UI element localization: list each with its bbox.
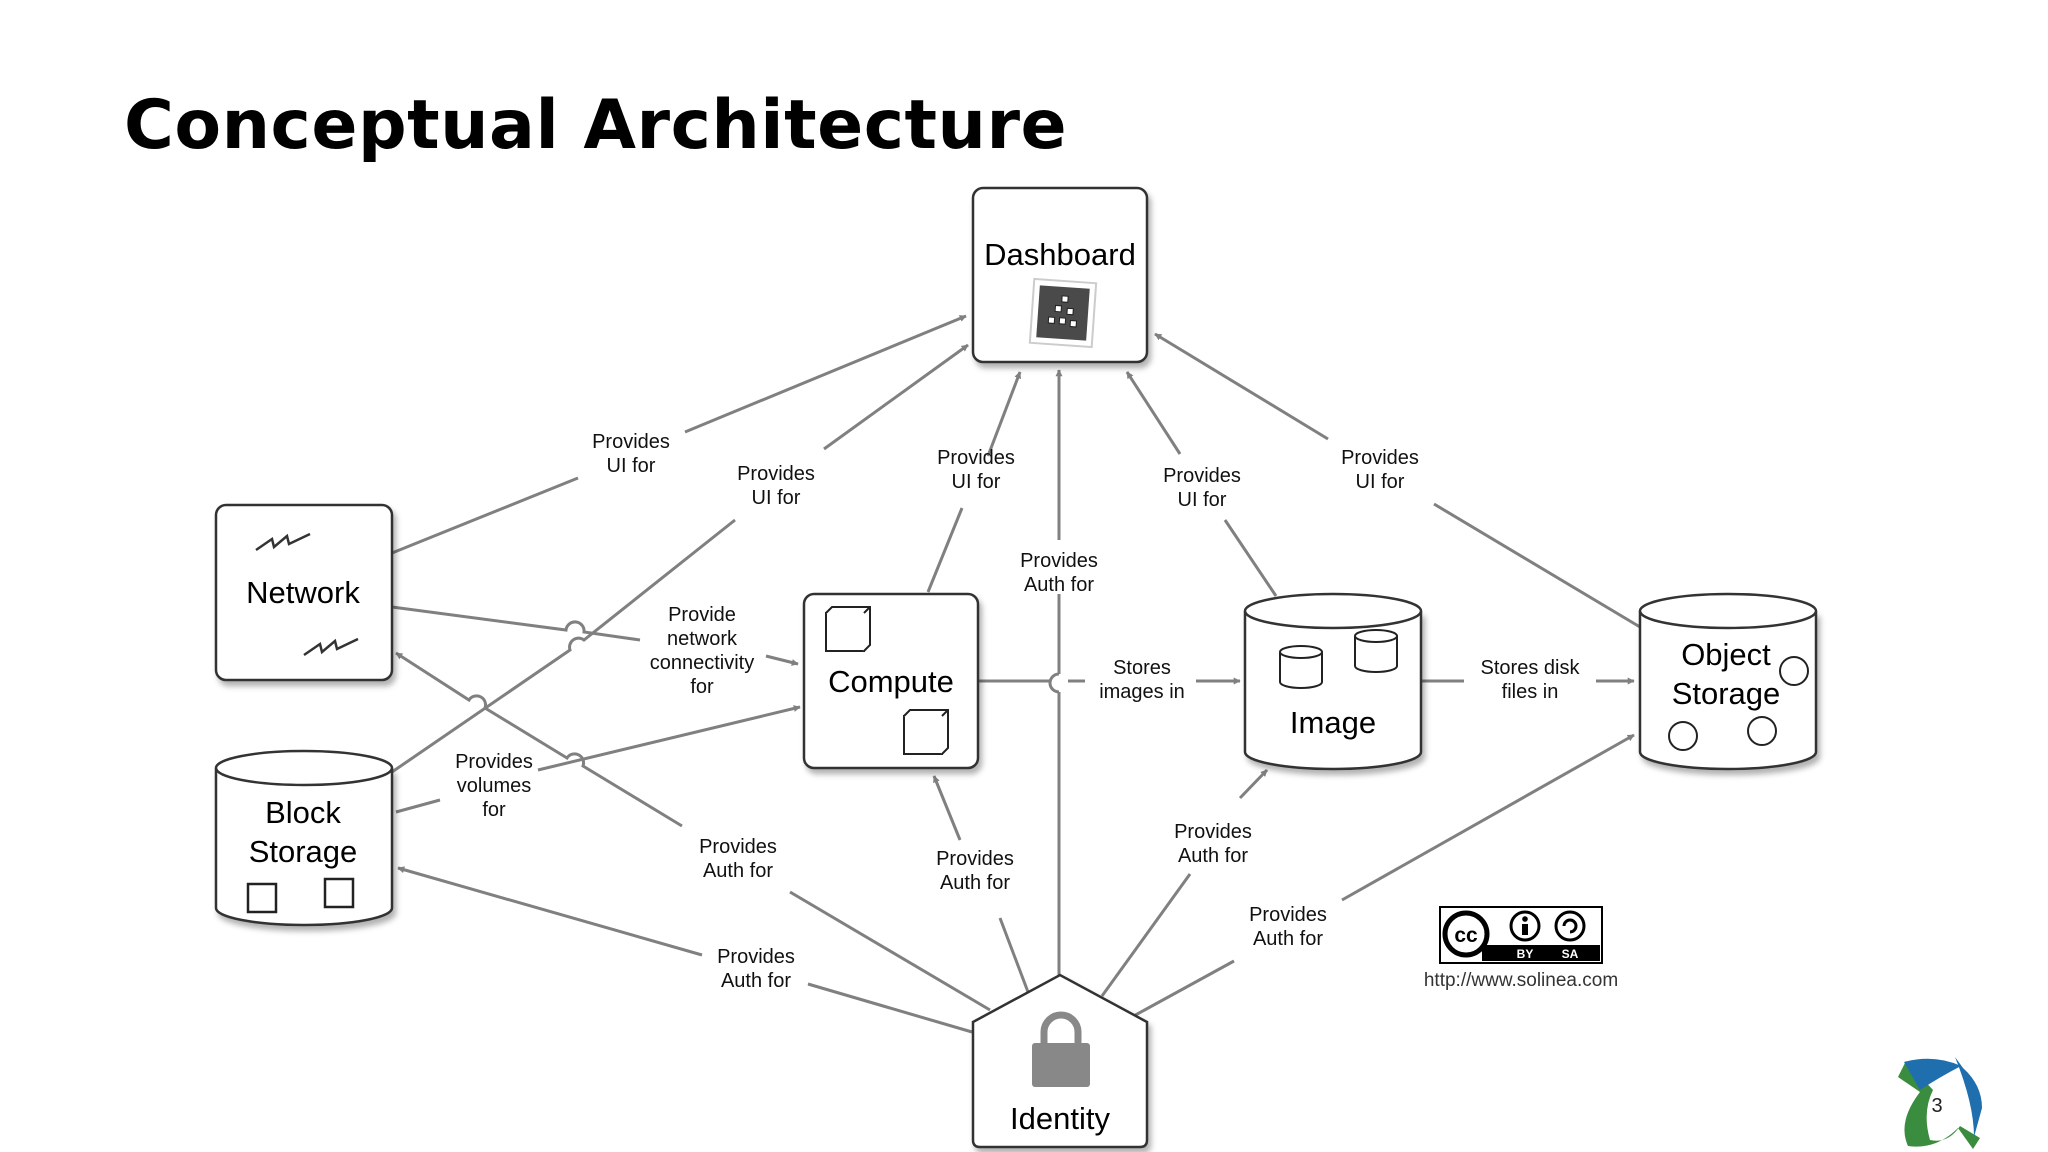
cc-text: cc (1454, 924, 1478, 947)
attribution-head (1522, 916, 1528, 922)
compute-label: Compute (828, 664, 954, 699)
compute-node: Compute (802, 592, 980, 770)
server-icon (903, 709, 949, 755)
dashboard-label: Dashboard (984, 237, 1136, 272)
disk-icon (1279, 645, 1323, 689)
image-node: Image (1243, 592, 1423, 771)
cc-icon (1442, 910, 1490, 958)
block-icon (323, 877, 355, 909)
lightning-icon (255, 532, 311, 552)
edge-identity-to-dashboard (1048, 369, 1063, 975)
edge-identity-to-image (1100, 768, 1269, 997)
edge-identity-to-block (397, 866, 973, 1034)
edge-image-to-dashboard (1125, 371, 1278, 597)
object-icon (1747, 716, 1777, 746)
object-icon (1668, 721, 1698, 751)
license-badge[interactable]: cc BY SA (1439, 906, 1603, 964)
edge-block-to-dashboard (391, 343, 969, 774)
edge-identity-to-network (395, 651, 991, 1012)
page-number: 3 (1931, 1095, 1942, 1117)
solinea-logo-icon (1898, 1057, 1982, 1149)
network-node: Network (214, 503, 394, 682)
server-icon (825, 606, 871, 652)
edge-identity-to-compute (932, 775, 1030, 993)
edge-network-to-dashboard (391, 314, 967, 555)
disk-icon (1354, 629, 1398, 673)
share-alike-arc (1562, 918, 1578, 934)
sa-text: SA (1562, 947, 1579, 961)
slide-title: Conceptual Architecture (124, 86, 1068, 165)
edge-identity-to-object (1129, 733, 1635, 1020)
edge-network-to-compute (391, 605, 799, 666)
by-text: BY (1517, 947, 1534, 961)
dashboard-icon (1028, 277, 1098, 349)
object-icon (1779, 656, 1809, 686)
dashboard-node: Dashboard (971, 186, 1149, 364)
attribution-body (1522, 924, 1528, 935)
identity-label: Identity (1010, 1101, 1110, 1136)
identity-node: Identity (971, 973, 1149, 1149)
block-icon (246, 882, 278, 914)
network-label: Network (246, 575, 360, 610)
lock-icon (1032, 1011, 1090, 1087)
lightning-icon (303, 637, 359, 657)
share-alike-icon (1554, 910, 1586, 942)
image-label: Image (1290, 705, 1376, 740)
solinea-link[interactable]: http://www.solinea.com (1424, 970, 1618, 991)
edge-compute-to-dashboard (926, 371, 1022, 593)
edge-object-to-dashboard (1154, 332, 1641, 629)
